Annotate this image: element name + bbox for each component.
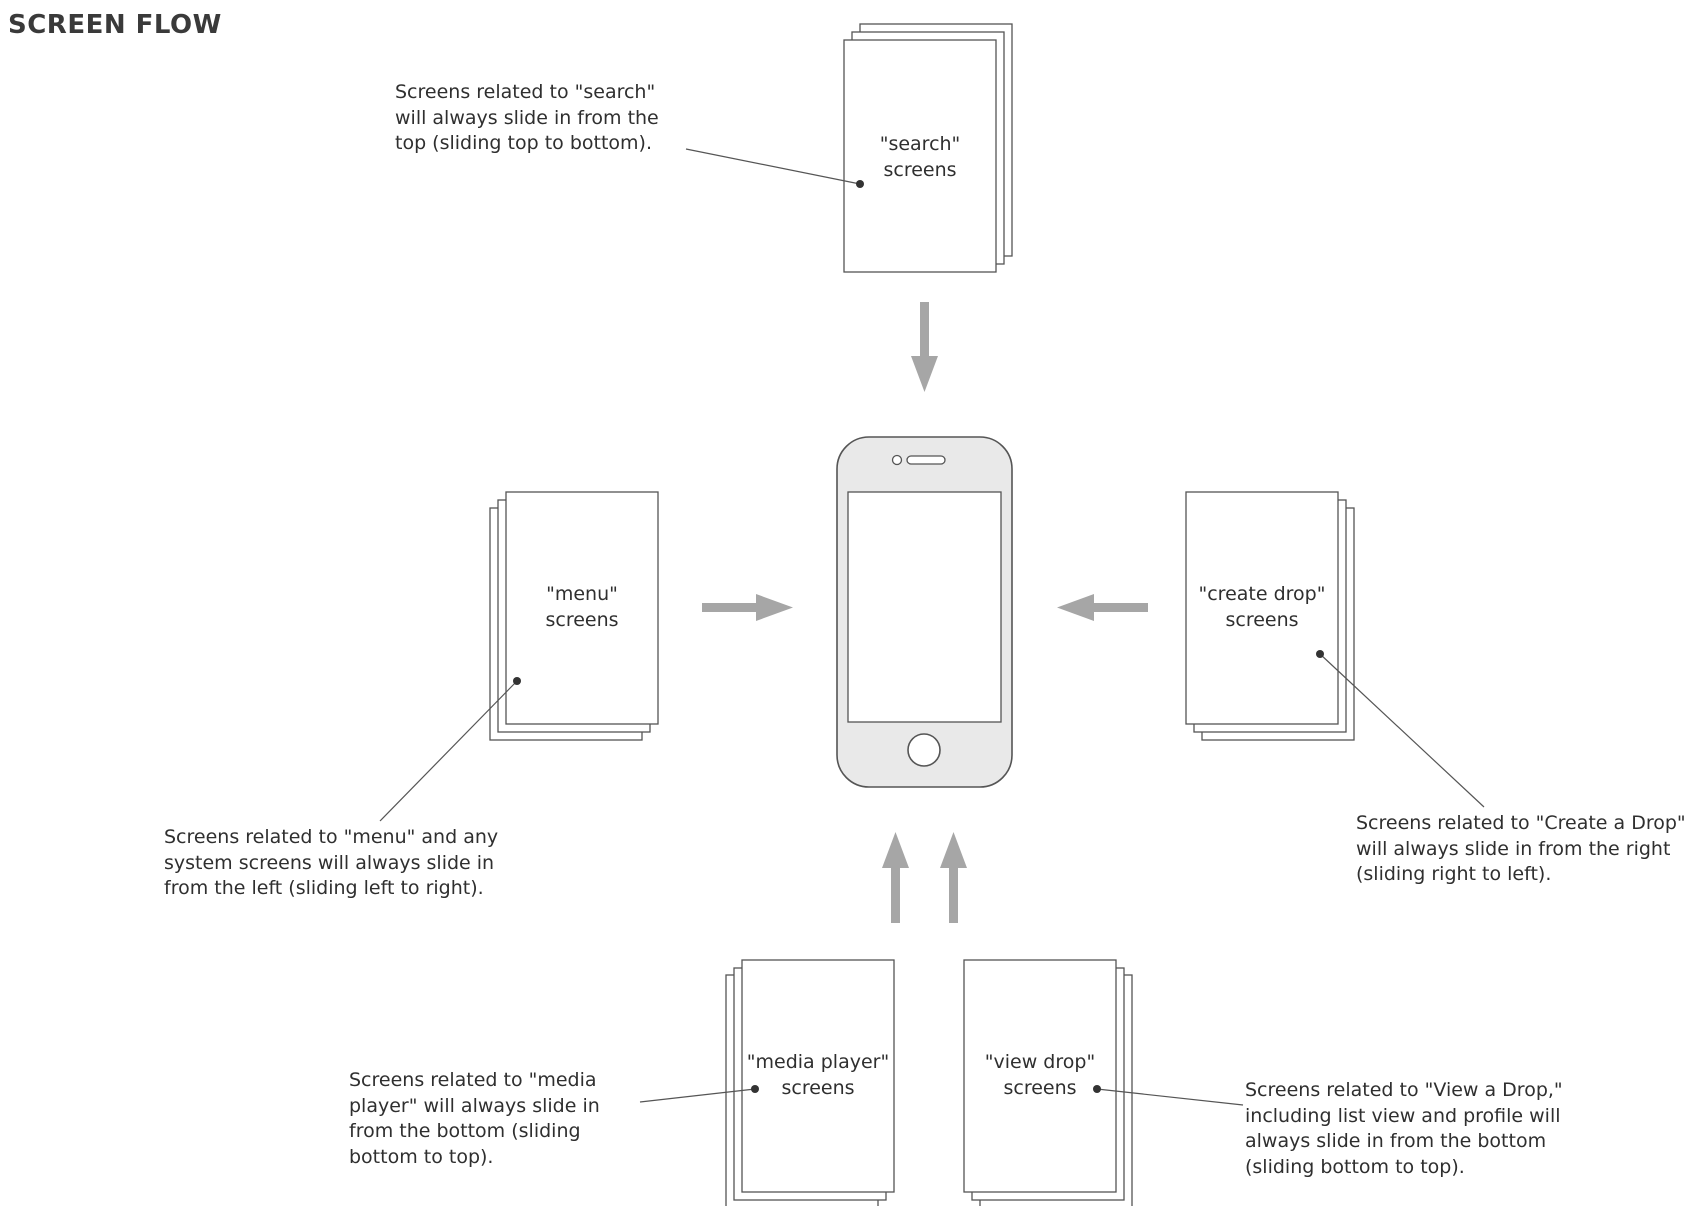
view-drop-note: Screens related to "View a Drop," includ… bbox=[1245, 1079, 1563, 1178]
arrow-up-from-view-drop bbox=[940, 832, 967, 923]
media-player-stack-label: "media player" screens bbox=[746, 1051, 890, 1099]
create-drop-stack-label: "create drop" screens bbox=[1198, 583, 1326, 631]
page-title: SCREEN FLOW bbox=[8, 10, 222, 40]
arrow-right-from-menu bbox=[702, 594, 793, 621]
view-drop-screen-stack bbox=[963, 959, 1133, 1206]
media-player-note: Screens related to "media player" will a… bbox=[349, 1069, 600, 1168]
media-player-screen-stack bbox=[725, 959, 895, 1206]
view-drop-stack-label: "view drop" screens bbox=[984, 1051, 1096, 1099]
menu-stack-label: "menu" screens bbox=[545, 583, 619, 631]
search-note: Screens related to "search" will always … bbox=[395, 81, 659, 154]
search-stack-label: "search" screens bbox=[879, 133, 961, 181]
arrow-down-from-search bbox=[911, 302, 938, 392]
callout-search bbox=[685, 148, 864, 188]
phone-icon bbox=[836, 436, 1013, 788]
callout-view-drop bbox=[1093, 1085, 1244, 1106]
arrow-up-from-media-player bbox=[882, 832, 909, 923]
callout-media-player bbox=[639, 1085, 759, 1103]
create-drop-note: Screens related to "Create a Drop" will … bbox=[1356, 812, 1684, 885]
menu-note: Screens related to "menu" and any system… bbox=[164, 826, 499, 899]
arrow-left-from-create-drop bbox=[1057, 594, 1148, 621]
callout-create-drop bbox=[1316, 650, 1485, 808]
create-drop-screen-stack bbox=[1185, 491, 1355, 741]
callout-menu bbox=[379, 677, 521, 822]
search-screen-stack bbox=[843, 23, 1013, 273]
menu-screen-stack bbox=[489, 491, 659, 741]
